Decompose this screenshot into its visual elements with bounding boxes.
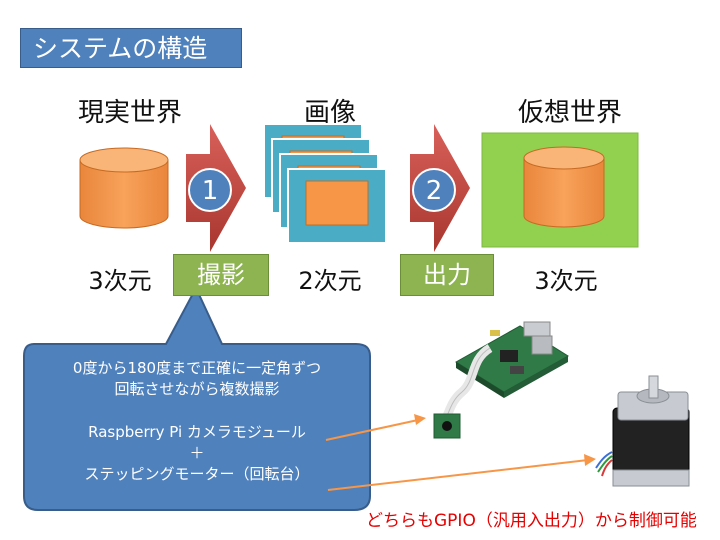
callout-plus: ＋ xyxy=(189,444,205,462)
stage-label-real-world: 現実世界 xyxy=(77,98,182,128)
dimension-label-virtual: 3次元 xyxy=(534,267,598,295)
stage-label-virtual-world: 仮想世界 xyxy=(517,98,622,128)
step-number-1: 1 xyxy=(188,168,232,212)
callout-text: 0度から180度まで正確に一定角ずつ 回転させながら複数撮影 Raspberry… xyxy=(24,358,370,485)
step-label-output: 出力 xyxy=(400,254,494,296)
callout-line-camera: Raspberry Pi カメラモジュール xyxy=(88,423,306,441)
callout-line-motor: ステッピングモーター（回転台） xyxy=(84,465,310,483)
slide-title: システムの構造 xyxy=(20,28,242,68)
callout-line-rotate: 回転させながら複数撮影 xyxy=(114,380,280,398)
connector-arrow-motor xyxy=(327,454,596,491)
step-label-capture: 撮影 xyxy=(173,254,269,296)
raspberry-pi-board xyxy=(433,321,569,439)
real-world-cylinder xyxy=(79,147,169,229)
image-stack xyxy=(263,123,387,244)
dimension-label-image: 2次元 xyxy=(298,267,362,295)
gpio-note: どちらもGPIO（汎用入出力）から制御可能 xyxy=(366,511,697,531)
virtual-world-panel xyxy=(481,132,639,248)
callout-bubble xyxy=(23,285,371,511)
stepper-motor xyxy=(595,375,690,487)
connector-arrow-camera xyxy=(325,414,426,441)
step-number-2: 2 xyxy=(412,168,456,212)
callout-line-angle: 0度から180度まで正確に一定角ずつ xyxy=(72,359,322,377)
dimension-label-real: 3次元 xyxy=(88,267,152,295)
